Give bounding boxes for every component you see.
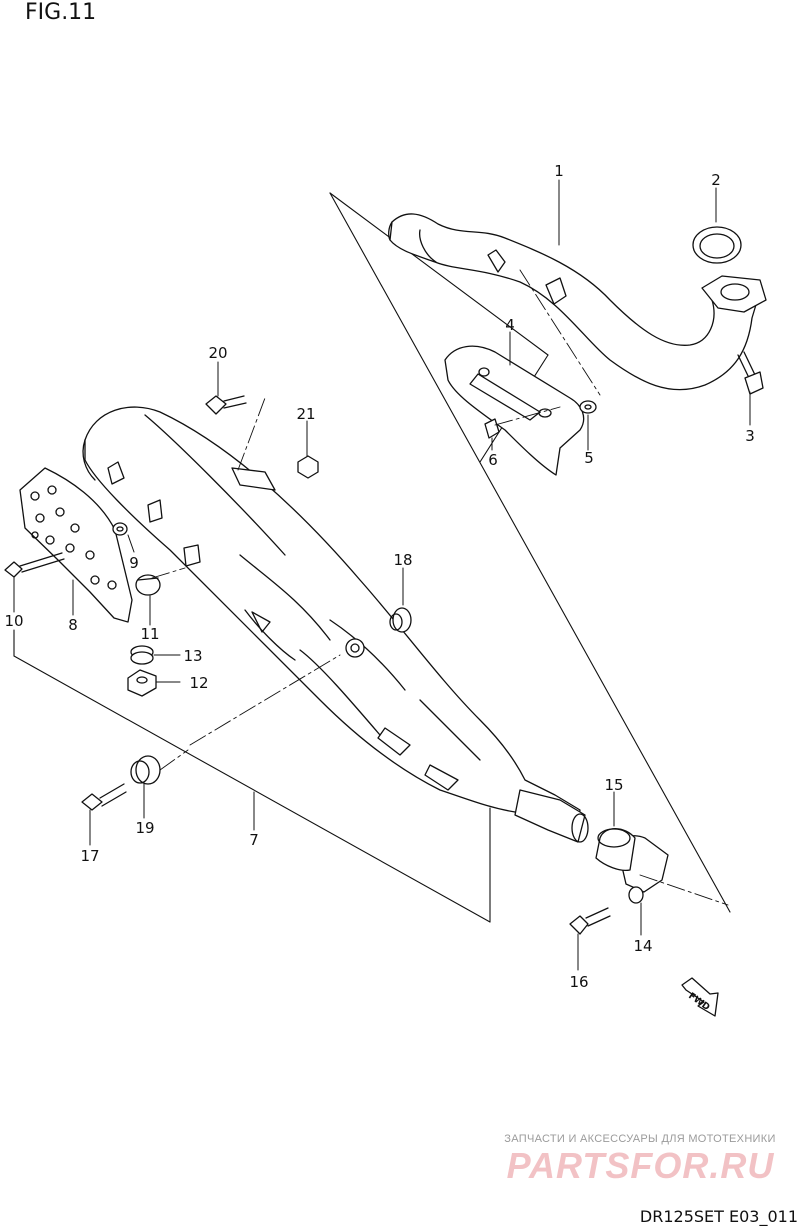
washer-9 bbox=[112, 522, 128, 536]
gasket bbox=[692, 226, 742, 264]
callout-10: 10 bbox=[4, 612, 23, 630]
callout-numbers: 1 2 3 4 5 6 7 8 9 10 11 12 13 14 15 16 1… bbox=[4, 162, 754, 991]
callout-9: 9 bbox=[129, 554, 139, 572]
exhaust-pipe bbox=[388, 213, 767, 391]
callout-15: 15 bbox=[604, 776, 623, 794]
callout-12: 12 bbox=[189, 674, 208, 692]
grommet-13 bbox=[130, 645, 154, 665]
heat-shield bbox=[444, 345, 585, 476]
washer-5 bbox=[579, 400, 597, 414]
bolt-10 bbox=[4, 552, 65, 578]
bolt-17 bbox=[81, 783, 127, 811]
centerlines bbox=[151, 269, 729, 906]
grommet-18 bbox=[389, 607, 412, 633]
callout-18: 18 bbox=[393, 551, 412, 569]
figure-title: FIG.11 bbox=[25, 0, 97, 25]
leader-lines bbox=[13, 179, 751, 971]
callout-21: 21 bbox=[296, 405, 315, 423]
cap-11 bbox=[135, 574, 161, 596]
watermark-logo: PARTSFOR.RU bbox=[506, 1145, 775, 1186]
bolt-20 bbox=[205, 395, 247, 415]
callout-8: 8 bbox=[68, 616, 78, 634]
watermark-tagline: ЗАПЧАСТИ И АКСЕССУАРЫ ДЛЯ МОТОТЕХНИКИ bbox=[504, 1133, 776, 1145]
diagram-code: DR125SET E03_011 bbox=[639, 1207, 798, 1226]
callout-5: 5 bbox=[584, 449, 594, 467]
callout-7: 7 bbox=[249, 831, 259, 849]
nut-6 bbox=[484, 418, 500, 439]
muffler bbox=[82, 406, 589, 843]
callout-6: 6 bbox=[488, 451, 498, 469]
callout-19: 19 bbox=[135, 819, 154, 837]
callout-14: 14 bbox=[633, 937, 652, 955]
callout-16: 16 bbox=[569, 973, 588, 991]
bolt-16 bbox=[569, 907, 611, 935]
muffler-guard bbox=[19, 467, 133, 623]
flange-bolt bbox=[737, 351, 764, 395]
callout-4: 4 bbox=[505, 316, 515, 334]
nut-21 bbox=[297, 455, 319, 479]
callout-3: 3 bbox=[745, 427, 755, 445]
seal-15 bbox=[595, 827, 636, 872]
callout-2: 2 bbox=[711, 171, 721, 189]
callout-13: 13 bbox=[183, 647, 202, 665]
nut-12 bbox=[127, 669, 157, 697]
callout-11: 11 bbox=[140, 625, 159, 643]
callout-17: 17 bbox=[80, 847, 99, 865]
callout-20: 20 bbox=[208, 344, 227, 362]
grommet-19 bbox=[130, 755, 161, 785]
callout-1: 1 bbox=[554, 162, 564, 180]
fwd-arrow: FWD bbox=[681, 977, 719, 1017]
